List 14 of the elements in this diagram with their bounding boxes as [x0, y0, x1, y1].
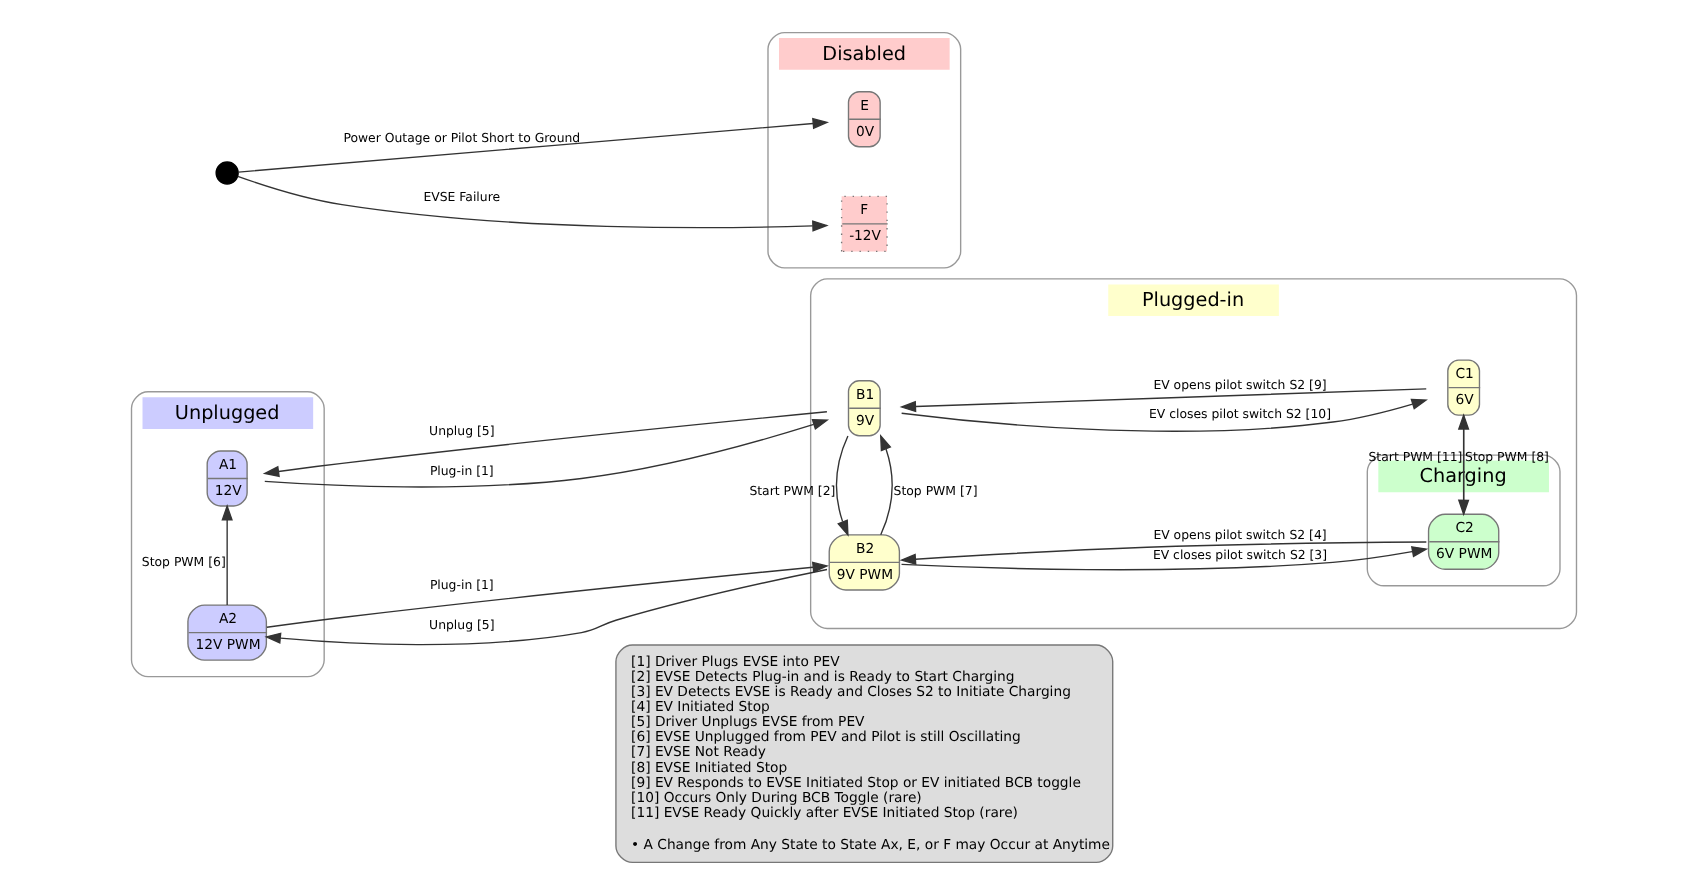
arrow	[879, 434, 893, 536]
arrow	[264, 568, 828, 646]
arrow	[237, 175, 829, 232]
arrow	[900, 398, 1428, 432]
arrow	[262, 411, 828, 478]
arrow	[266, 561, 829, 628]
node-circle	[215, 161, 239, 185]
arrow	[899, 541, 1428, 565]
arrow	[221, 504, 233, 606]
arrow	[835, 435, 849, 537]
arrow	[899, 388, 1427, 413]
arrow	[237, 117, 830, 173]
arrow	[264, 419, 830, 488]
arrow	[900, 546, 1429, 571]
